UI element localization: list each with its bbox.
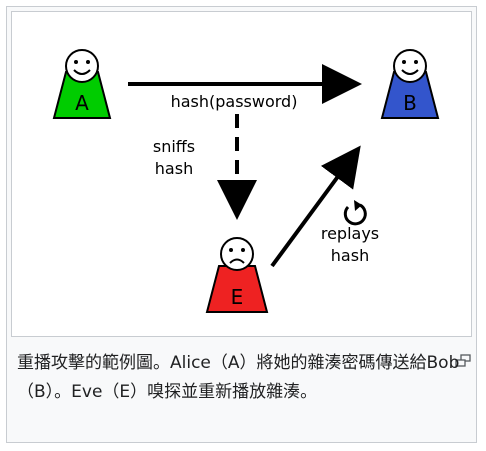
arrow-e-to-b <box>270 145 361 268</box>
person-b: B <box>380 49 440 119</box>
replay-icon <box>343 200 367 226</box>
node-a-label: A <box>75 91 89 115</box>
thumbnail-frame: A B E hash(password) <box>6 6 477 443</box>
edge-label-hash-1: hash <box>155 159 193 178</box>
node-b-label: B <box>403 91 417 115</box>
person-e: E <box>205 237 269 313</box>
person-b-head <box>393 49 427 83</box>
edge-label-hash-password: hash(password) <box>171 92 298 111</box>
edge-label-replays: replays <box>321 224 379 243</box>
person-e-head <box>220 237 254 271</box>
edge-label-hash-2: hash <box>331 246 369 265</box>
replay-attack-diagram: A B E hash(password) <box>52 49 440 313</box>
magnify-clip-icon[interactable] <box>455 354 471 367</box>
person-a: A <box>52 49 112 119</box>
diagram-image[interactable]: A B E hash(password) <box>11 11 472 337</box>
person-a-head <box>65 49 99 83</box>
node-e-label: E <box>231 285 244 309</box>
edge-label-sniffs: sniffs <box>153 137 195 156</box>
figure-caption: 重播攻擊的範例圖。Alice（A）將她的雜湊密碼傳送給Bob（B）。Eve（E）… <box>17 353 460 402</box>
